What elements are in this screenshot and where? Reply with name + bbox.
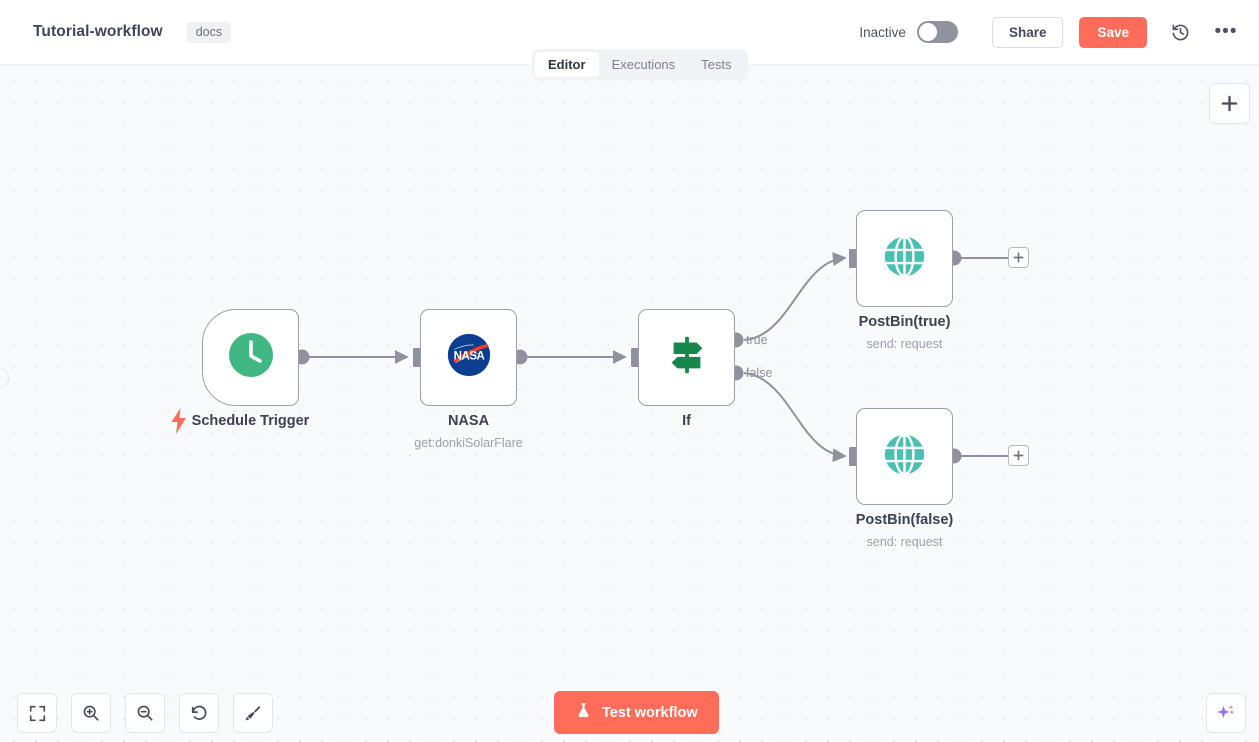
broom-icon[interactable] — [233, 693, 273, 733]
node-label-postbin-false: PostBin(false) — [855, 512, 954, 528]
nasa-logo-icon: NASA — [446, 332, 492, 383]
workflow-canvas[interactable]: Schedule Trigger NASA NASA get:donkiSola… — [0, 65, 1259, 742]
node-subtitle-nasa: get:donkiSolarFlare — [414, 436, 523, 450]
node-label-nasa: NASA — [447, 413, 490, 429]
ellipsis-glyph: ••• — [1214, 21, 1238, 42]
sparkle-icon[interactable] — [1206, 693, 1246, 733]
add-node-button[interactable] — [1209, 83, 1250, 124]
fit-screen-icon[interactable] — [17, 693, 57, 733]
node-nasa[interactable]: NASA — [420, 309, 517, 406]
toggle-knob — [918, 23, 937, 41]
node-label-postbin-true: PostBin(true) — [858, 314, 951, 330]
node-postbin-false[interactable] — [856, 408, 953, 505]
tab-tests[interactable]: Tests — [701, 57, 732, 72]
lightning-bolt-icon — [171, 408, 187, 434]
input-port — [849, 249, 858, 268]
more-options-icon[interactable]: ••• — [1213, 19, 1239, 45]
header-actions: Inactive Share Save ••• — [859, 16, 1239, 48]
flask-icon — [575, 702, 592, 723]
node-if[interactable] — [638, 309, 735, 406]
canvas-toolbar — [17, 693, 273, 733]
tab-editor[interactable]: Editor — [535, 52, 599, 77]
add-connected-node-button-true[interactable] — [1008, 247, 1029, 268]
svg-text:NASA: NASA — [453, 351, 484, 363]
node-subtitle-postbin-true: send: request — [866, 337, 943, 351]
node-label-if: If — [682, 413, 691, 429]
signpost-icon — [664, 332, 710, 383]
zoom-out-icon[interactable] — [125, 693, 165, 733]
test-workflow-label: Test workflow — [602, 704, 698, 721]
input-port — [631, 348, 640, 367]
globe-icon — [882, 432, 927, 482]
workflow-title[interactable]: Tutorial-workflow — [33, 23, 163, 40]
input-port — [849, 447, 858, 466]
app-header: Tutorial-workflow docs Inactive Share Sa… — [0, 0, 1259, 65]
node-postbin-true[interactable] — [856, 210, 953, 307]
history-icon[interactable] — [1167, 19, 1193, 45]
test-workflow-button[interactable]: Test workflow — [554, 691, 719, 734]
zoom-in-icon[interactable] — [71, 693, 111, 733]
clock-icon — [227, 331, 275, 384]
tab-executions[interactable]: Executions — [611, 57, 676, 72]
docs-tag[interactable]: docs — [186, 21, 232, 43]
input-port — [413, 348, 422, 367]
share-button[interactable]: Share — [991, 16, 1064, 48]
output-label-false: false — [746, 366, 773, 380]
node-label-schedule-trigger: Schedule Trigger — [191, 413, 310, 429]
add-connected-node-button-false[interactable] — [1008, 445, 1029, 466]
activation-toggle[interactable] — [916, 21, 958, 43]
undo-icon[interactable] — [179, 693, 219, 733]
save-button[interactable]: Save — [1079, 16, 1147, 48]
node-subtitle-postbin-false: send: request — [866, 535, 943, 549]
activation-status-label: Inactive — [859, 24, 906, 40]
output-label-true: true — [746, 333, 768, 347]
globe-icon — [882, 234, 927, 284]
connection-wires — [294, 249, 1008, 466]
view-tabs: Editor Executions Tests — [532, 49, 748, 80]
node-schedule-trigger[interactable] — [202, 309, 299, 406]
